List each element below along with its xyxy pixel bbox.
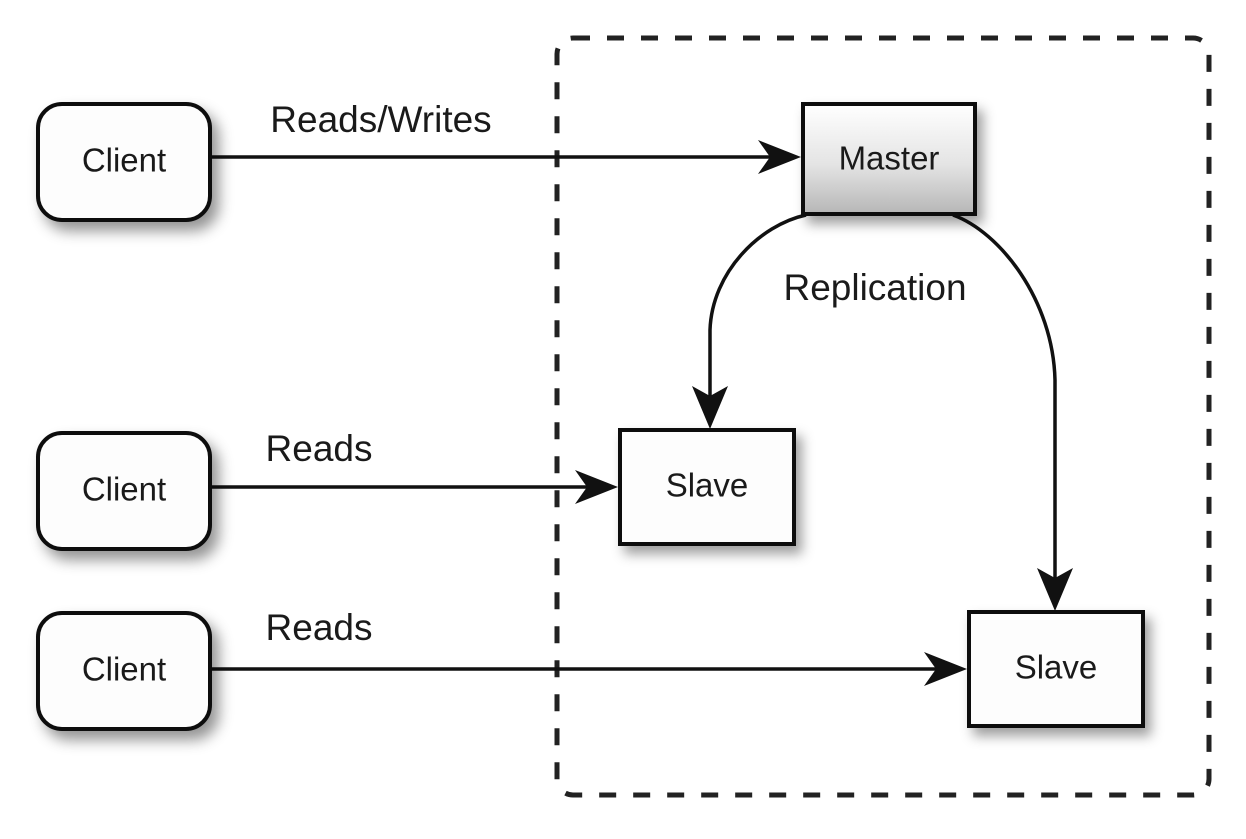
node-client-2[interactable]: Client (36, 431, 212, 551)
slave-1-label: Slave (666, 467, 749, 504)
edge-client2-slave1 (210, 470, 618, 504)
edge-master-slave1-arrowhead (692, 386, 728, 429)
edge-master-slave1-curve (708, 213, 807, 400)
edge-label-replication: Replication (783, 267, 966, 308)
edge-client1-master (210, 140, 801, 174)
edge-master-slave2 (952, 213, 1073, 611)
edge-master-slave1 (692, 213, 807, 429)
edge-client1-master-arrowhead (758, 140, 801, 174)
edge-client2-slave1-arrowhead (575, 470, 618, 504)
edge-label-reads-slave2: Reads (266, 607, 373, 648)
client-2-shape[interactable] (36, 431, 212, 551)
slave-2-label: Slave (1015, 649, 1098, 686)
client-1-label: Client (82, 142, 166, 179)
master-label: Master (839, 140, 940, 177)
edge-master-slave2-curve (952, 213, 1057, 582)
edge-label-reads-writes: Reads/Writes (270, 99, 491, 140)
node-slave-2[interactable]: Slave (967, 610, 1145, 728)
slave-1-shape[interactable] (618, 428, 796, 546)
slave-2-shape[interactable] (967, 610, 1145, 728)
client-3-label: Client (82, 651, 166, 688)
client-3-shape[interactable] (36, 611, 212, 731)
client-2-label: Client (82, 471, 166, 508)
edge-client3-slave2-arrowhead (924, 652, 967, 686)
node-slave-1[interactable]: Slave (618, 428, 796, 546)
node-master[interactable]: Master (801, 102, 977, 216)
node-client-3[interactable]: Client (36, 611, 212, 731)
edge-label-reads-slave1: Reads (266, 428, 373, 469)
master-shape[interactable] (801, 102, 977, 216)
edge-master-slave2-arrowhead (1037, 568, 1073, 611)
client-1-shape[interactable] (36, 102, 212, 222)
database-cluster-boundary (554, 35, 1212, 798)
node-client-1[interactable]: Client (36, 102, 212, 222)
edge-client3-slave2 (210, 652, 967, 686)
